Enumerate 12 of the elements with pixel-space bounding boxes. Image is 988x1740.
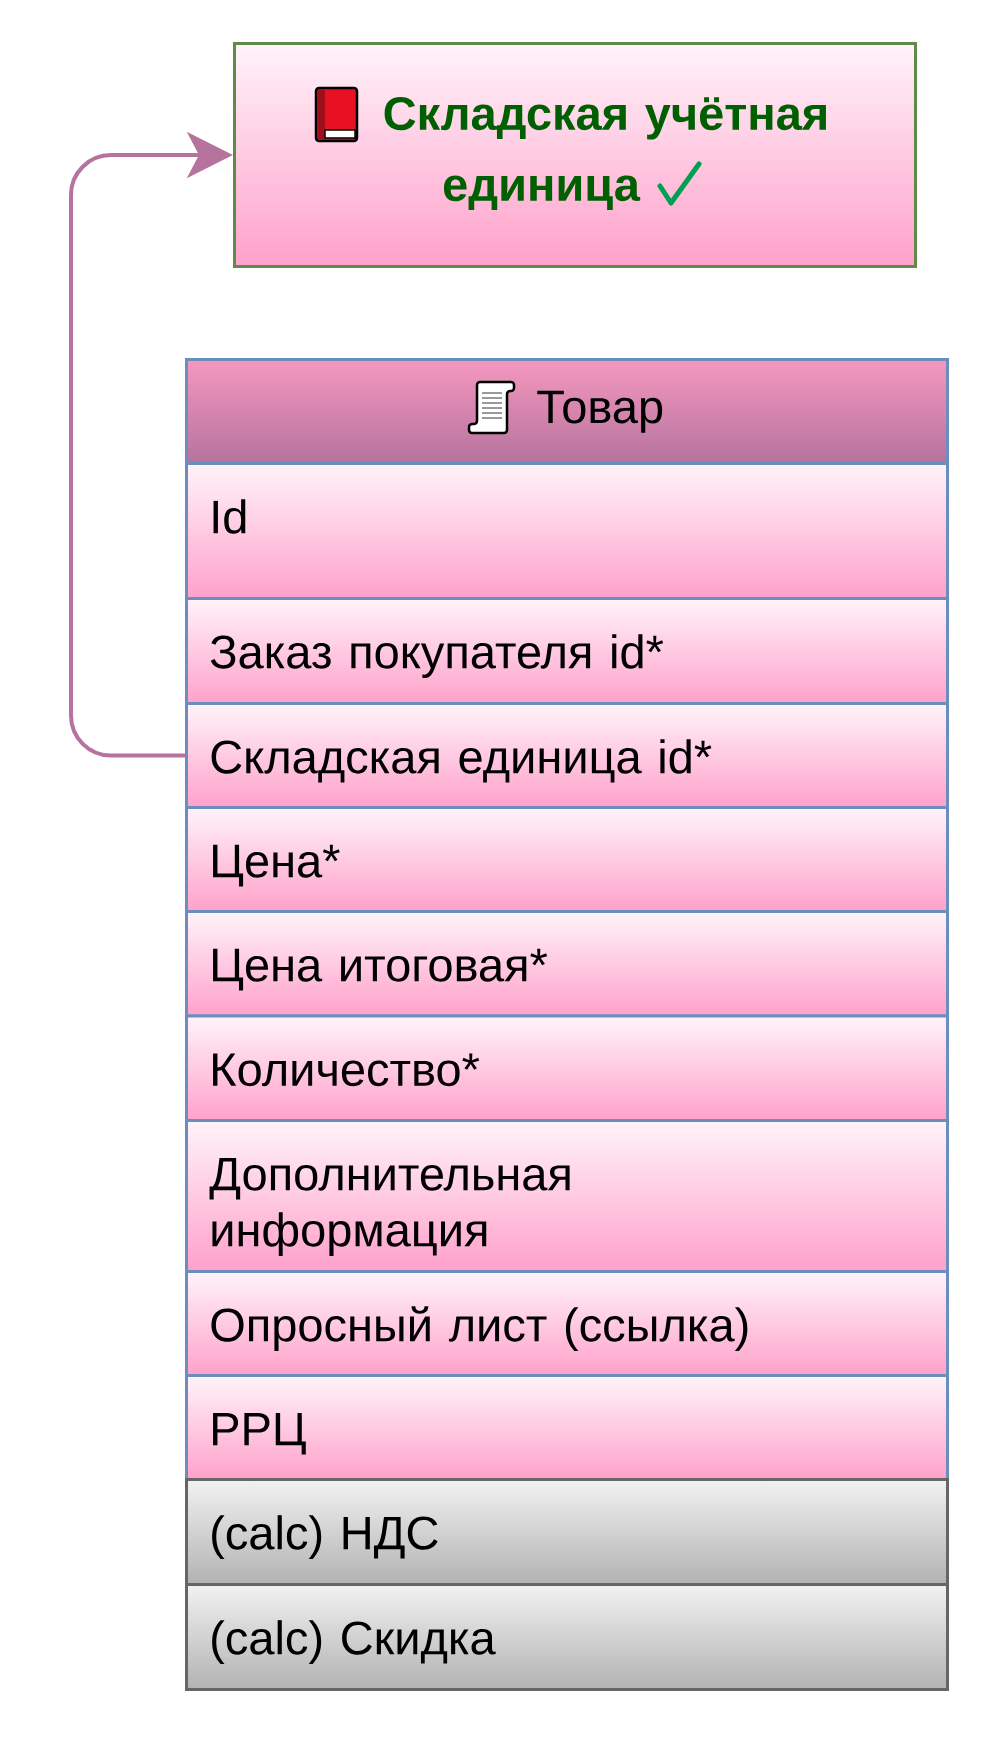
table-row: Цена итоговая* [185, 910, 949, 1018]
entity-box: Складская учётная единица [233, 42, 917, 268]
table-row: Заказ покупателя id* [185, 597, 949, 705]
table-row: Id [185, 462, 949, 600]
table-row: (calc) Скидка [185, 1583, 949, 1691]
table-row: Опросный лист (ссылка) [185, 1270, 949, 1377]
table-row: Цена* [185, 806, 949, 913]
table-row: РРЦ [185, 1374, 949, 1481]
table-row: (calc) НДС [185, 1478, 949, 1586]
table-row: Складская единица id* [185, 702, 949, 809]
table-row: Количество* [185, 1014, 949, 1122]
table-row: Дополнительная информация [185, 1119, 949, 1273]
